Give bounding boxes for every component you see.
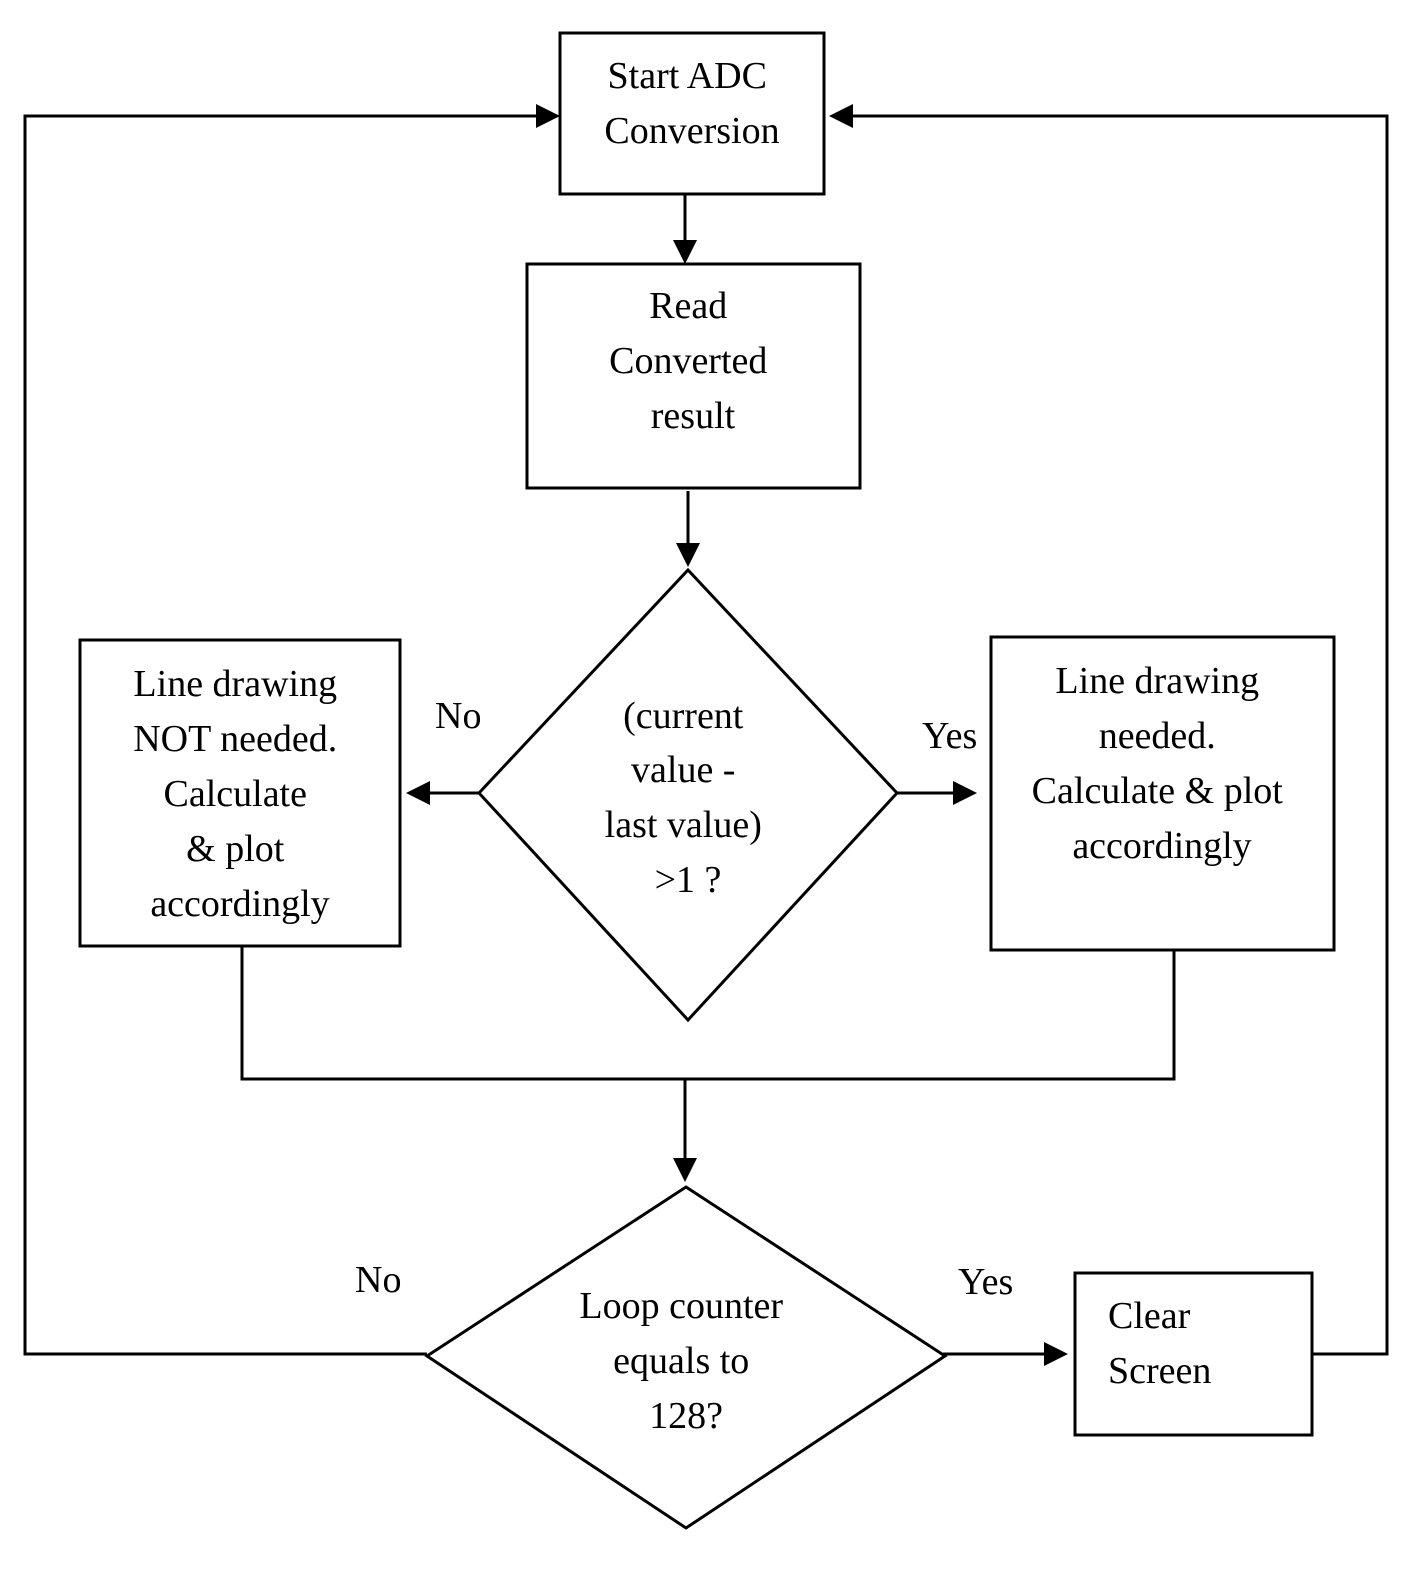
node-read-result-line: Converted — [609, 340, 767, 382]
arrowhead-decision — [676, 543, 700, 567]
node-clear-screen-box — [1073, 1271, 1314, 1437]
node-decision-diff-label: (current value - last value) >1 ? — [605, 695, 772, 901]
node-no-line-drawing-box — [78, 638, 402, 948]
node-read-result-line: Read — [649, 285, 727, 327]
node-no-line-drawing-line: NOT needed. — [133, 718, 337, 760]
node-decision-loop-line: Loop counter — [579, 1285, 783, 1327]
node-line-drawing-label: Line drawing needed. Calculate & plot ac… — [1032, 660, 1293, 867]
node-decision-loop: Loop counter equals to 128? — [424, 1185, 948, 1530]
arrowhead-return-right — [829, 104, 853, 128]
edge-label-loop-no: No — [355, 1259, 401, 1301]
node-decision-diff-line: last value) — [605, 804, 762, 846]
arrowhead-clear — [1044, 1342, 1068, 1366]
node-decision-loop-line: 128? — [649, 1395, 723, 1437]
edge-label-diff-yes: Yes — [922, 715, 977, 757]
node-start-adc-label: Start ADC Conversion — [604, 55, 779, 152]
edge-label-diff-no: No — [435, 695, 481, 737]
arrowhead-read — [673, 240, 697, 264]
node-no-line-drawing-line: & plot — [186, 828, 285, 870]
edge-clear-return — [851, 114, 1389, 1356]
node-decision-diff-line: (current — [623, 695, 744, 737]
node-line-drawing-line: Calculate & plot — [1032, 770, 1284, 812]
node-read-result: Read Converted result — [525, 262, 862, 490]
node-decision-diff: (current value - last value) >1 ? — [476, 567, 900, 1023]
edge-merge — [240, 945, 1176, 1081]
node-line-drawing-line: needed. — [1099, 715, 1216, 757]
node-start-adc-line: Start ADC — [608, 55, 767, 97]
node-line-drawing-box — [989, 635, 1336, 952]
node-clear-screen-line: Screen — [1108, 1350, 1211, 1392]
node-clear-screen-line: Clear — [1108, 1295, 1191, 1337]
node-start-adc-line: Conversion — [604, 110, 779, 152]
node-start-adc-box — [558, 31, 826, 196]
node-decision-diff-diamond — [476, 567, 900, 1023]
node-decision-loop-diamond — [424, 1185, 948, 1530]
node-no-line-drawing-line: Calculate — [164, 773, 307, 815]
node-decision-diff-line: >1 ? — [655, 859, 722, 901]
arrowhead-yes-box — [953, 781, 977, 805]
arrowhead-no-box — [406, 781, 430, 805]
node-no-line-drawing-line: accordingly — [150, 883, 329, 925]
node-line-drawing: Line drawing needed. Calculate & plot ac… — [989, 635, 1336, 952]
node-no-line-drawing-line: Line drawing — [133, 663, 337, 705]
node-start-adc: Start ADC Conversion — [558, 31, 826, 196]
edge-loop-no-return — [23, 114, 538, 1356]
edge-label-loop-yes: Yes — [958, 1261, 1013, 1303]
arrowhead-loop — [673, 1158, 697, 1182]
node-line-drawing-line: accordingly — [1072, 825, 1251, 867]
node-no-line-drawing: Line drawing NOT needed. Calculate & plo… — [78, 638, 402, 948]
arrowhead-return-left — [536, 104, 560, 128]
node-line-drawing-line: Line drawing — [1055, 660, 1259, 702]
node-no-line-drawing-label: Line drawing NOT needed. Calculate & plo… — [133, 663, 347, 925]
node-read-result-label: Read Converted result — [609, 285, 777, 437]
node-read-result-box — [525, 262, 862, 490]
node-decision-loop-line: equals to — [613, 1340, 749, 1382]
node-decision-diff-line: value - — [631, 749, 735, 791]
connectors — [23, 104, 1389, 1366]
node-decision-loop-label: Loop counter equals to 128? — [579, 1285, 792, 1437]
node-read-result-line: result — [651, 395, 736, 437]
node-clear-screen-label: Clear Screen — [1108, 1295, 1211, 1392]
node-clear-screen: Clear Screen — [1073, 1271, 1314, 1437]
